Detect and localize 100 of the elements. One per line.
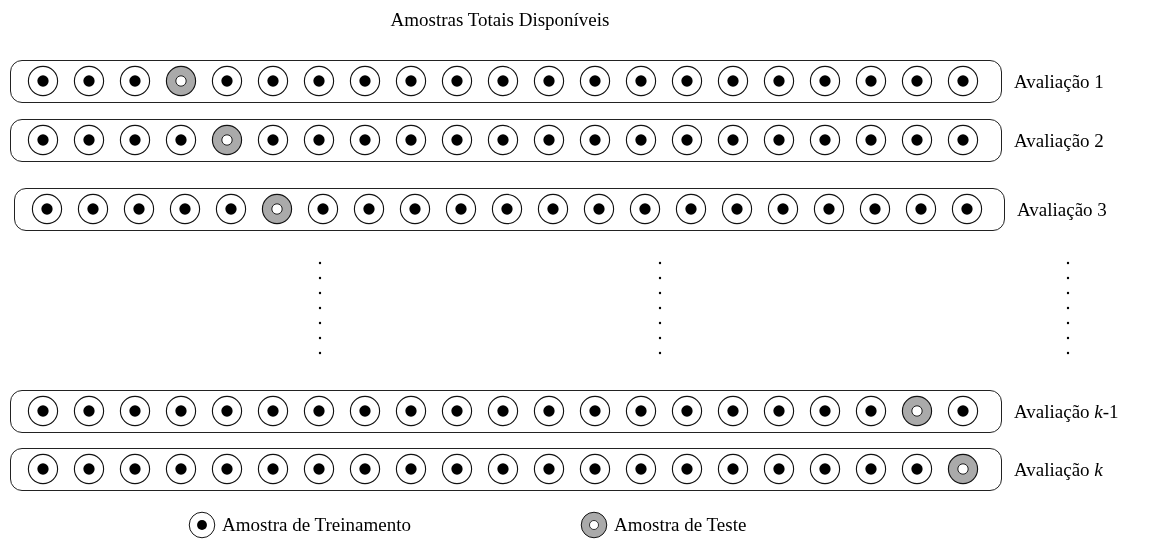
training-sample-marker: [211, 453, 243, 485]
training-sample-marker: [901, 65, 933, 97]
training-sample-marker: [487, 453, 519, 485]
training-sample-marker: [717, 453, 749, 485]
training-sample-marker: [767, 193, 799, 225]
training-sample-marker: [671, 65, 703, 97]
training-sample-marker: [399, 193, 431, 225]
training-sample-marker: [947, 65, 979, 97]
training-sample-marker: [717, 65, 749, 97]
training-sample-marker: [671, 395, 703, 427]
training-sample-marker: [395, 453, 427, 485]
training-sample-marker: [257, 395, 289, 427]
training-sample-marker: [809, 65, 841, 97]
training-sample-marker: [721, 193, 753, 225]
training-sample-marker: [211, 65, 243, 97]
training-sample-marker: [533, 124, 565, 156]
test-sample-marker: [261, 193, 293, 225]
training-sample-marker: [855, 453, 887, 485]
training-sample-marker: [445, 193, 477, 225]
training-sample-marker: [717, 124, 749, 156]
training-sample-marker: [307, 193, 339, 225]
training-sample-marker: [119, 124, 151, 156]
training-sample-marker: [625, 453, 657, 485]
training-sample-marker: [487, 395, 519, 427]
training-sample-marker: [119, 453, 151, 485]
training-sample-marker: [533, 395, 565, 427]
training-sample-marker: [73, 453, 105, 485]
training-sample-marker: [165, 124, 197, 156]
training-sample-marker: [809, 453, 841, 485]
training-sample-marker: [625, 395, 657, 427]
training-sample-marker: [303, 65, 335, 97]
training-sample-marker: [123, 193, 155, 225]
training-sample-marker: [27, 395, 59, 427]
training-sample-marker: [441, 395, 473, 427]
training-sample-marker: [947, 395, 979, 427]
training-sample-marker: [73, 395, 105, 427]
test-sample-marker: [211, 124, 243, 156]
training-sample-marker: [487, 124, 519, 156]
training-sample-marker: [27, 124, 59, 156]
training-sample-marker: [533, 65, 565, 97]
training-sample-marker: [763, 65, 795, 97]
training-sample-marker: [77, 193, 109, 225]
training-sample-marker: [349, 124, 381, 156]
row-label: Avaliação 2: [1014, 129, 1104, 152]
row-label: Avaliação k: [1014, 458, 1103, 481]
legend-label: Amostra de Teste: [614, 514, 747, 536]
training-sample-marker: [579, 453, 611, 485]
test-sample-marker: [901, 395, 933, 427]
training-sample-marker: [257, 124, 289, 156]
training-sample-marker: [809, 124, 841, 156]
training-sample-marker: [395, 65, 427, 97]
training-sample-marker: [671, 124, 703, 156]
training-sample-marker: [763, 124, 795, 156]
training-sample-marker: [211, 395, 243, 427]
training-sample-marker: [947, 124, 979, 156]
training-sample-marker: [395, 395, 427, 427]
test-sample-marker: [947, 453, 979, 485]
training-sample-marker: [119, 395, 151, 427]
training-sample-marker: [629, 193, 661, 225]
training-sample-marker: [671, 453, 703, 485]
training-sample-marker: [257, 65, 289, 97]
training-sample-marker: [809, 395, 841, 427]
training-sample-marker: [579, 395, 611, 427]
training-sample-marker: [855, 65, 887, 97]
training-sample-marker: [27, 453, 59, 485]
row-label: Avaliação k-1: [1014, 400, 1119, 423]
training-sample-marker: [583, 193, 615, 225]
legend-label: Amostra de Treinamento: [222, 514, 411, 536]
training-sample-marker: [625, 65, 657, 97]
training-sample-marker: [441, 453, 473, 485]
training-sample-marker: [855, 395, 887, 427]
training-sample-marker: [257, 453, 289, 485]
training-sample-marker: [441, 65, 473, 97]
row-label: Avaliação 1: [1014, 70, 1104, 93]
training-sample-marker: [169, 193, 201, 225]
training-sample-marker: [579, 65, 611, 97]
training-sample-marker: [855, 124, 887, 156]
training-sample-marker: [165, 453, 197, 485]
training-sample-marker: [717, 395, 749, 427]
diagram-title: Amostras Totais Disponíveis: [389, 9, 611, 31]
training-sample-marker: [533, 453, 565, 485]
training-sample-marker: [165, 395, 197, 427]
training-sample-marker: [31, 193, 63, 225]
training-sample-marker: [859, 193, 891, 225]
training-sample-marker: [215, 193, 247, 225]
training-sample-marker: [349, 65, 381, 97]
training-sample-marker: [303, 124, 335, 156]
training-sample-marker: [901, 453, 933, 485]
training-sample-marker: [303, 453, 335, 485]
training-sample-marker: [441, 124, 473, 156]
training-sample-marker: [675, 193, 707, 225]
training-sample-marker: [625, 124, 657, 156]
training-sample-marker: [537, 193, 569, 225]
training-sample-marker: [901, 124, 933, 156]
training-sample-marker: [119, 65, 151, 97]
test-sample-marker: [165, 65, 197, 97]
training-sample-marker: [813, 193, 845, 225]
training-sample-marker: [951, 193, 983, 225]
training-sample-marker: [349, 453, 381, 485]
training-sample-marker: [763, 395, 795, 427]
